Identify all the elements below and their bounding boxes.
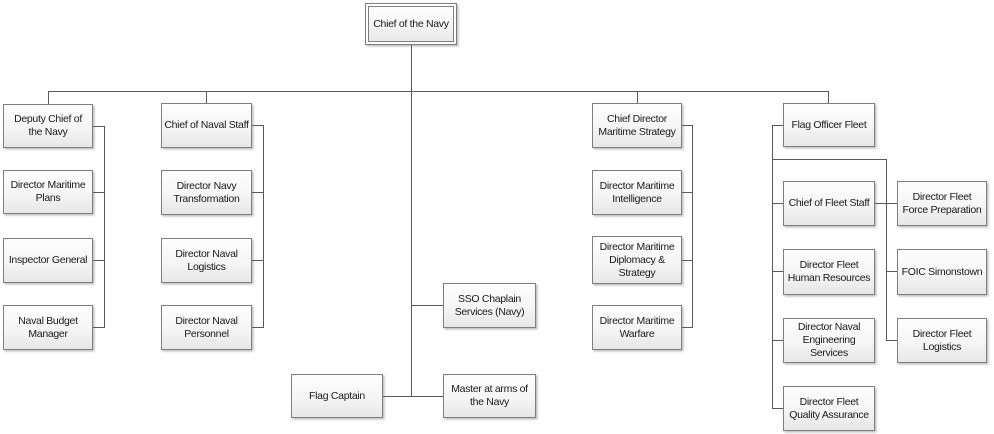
org-node-label: Director Navy Transformation xyxy=(173,179,240,205)
org-node-director-navy-transformation: Director Navy Transformation xyxy=(161,170,252,215)
org-node-label: Director Maritime Warfare xyxy=(599,314,675,340)
org-node-director-maritime-warfare: Director Maritime Warfare xyxy=(592,305,682,350)
connector-stub xyxy=(93,327,105,328)
connector-stub xyxy=(772,203,784,204)
connector-drop-maritime-strategy xyxy=(637,91,638,103)
connector-stub xyxy=(875,203,898,204)
org-node-label: Flag Officer Fleet xyxy=(791,118,867,131)
org-node-label: Director Maritime Plans xyxy=(10,179,86,204)
org-node-label: Chief of the Navy xyxy=(368,6,454,42)
org-node-director-naval-personnel: Director Naval Personnel xyxy=(161,305,252,350)
org-node-director-fleet-logistics: Director Fleet Logistics xyxy=(897,318,987,363)
connector-stub xyxy=(682,260,693,261)
org-node-label: Inspector General xyxy=(8,254,88,266)
connector-drop-naval-staff xyxy=(206,91,207,103)
connector-stub xyxy=(252,125,264,126)
connector-stub xyxy=(886,340,898,341)
org-node-label: Director Fleet Human Resources xyxy=(787,259,871,284)
connector-stub-sso xyxy=(411,305,444,306)
org-node-flag-captain: Flag Captain xyxy=(291,374,383,418)
org-node-flag-officer-fleet: Flag Officer Fleet xyxy=(783,103,875,147)
connector-rail-col1 xyxy=(104,126,105,328)
org-node-director-maritime-diplomacy-strategy: Director Maritime Diplomacy & Strategy xyxy=(592,236,682,284)
org-node-label: Naval Budget Manager xyxy=(18,314,78,340)
connector-rail-col2 xyxy=(263,125,264,328)
org-node-label: Director Fleet Quality Assurance xyxy=(789,395,869,421)
org-node-director-naval-logistics: Director Naval Logistics xyxy=(161,238,252,283)
org-node-deputy-chief-of-the-navy: Deputy Chief of the Navy xyxy=(3,104,93,148)
org-node-label: Director Naval Engineering Services xyxy=(797,321,861,359)
org-node-master-at-arms: Master at arms of the Navy xyxy=(443,374,536,418)
connector-stub xyxy=(772,271,784,272)
org-node-director-fleet-quality-assurance: Director Fleet Quality Assurance xyxy=(783,386,875,431)
org-node-director-naval-engineering-services: Director Naval Engineering Services xyxy=(783,318,875,363)
org-node-label: Deputy Chief of the Navy xyxy=(14,113,82,138)
org-node-label: FOIC Simonstown xyxy=(901,265,983,278)
org-node-chief-of-fleet-staff: Chief of Fleet Staff xyxy=(783,181,875,226)
connector-stub xyxy=(252,260,264,261)
org-node-director-fleet-human-resources: Director Fleet Human Resources xyxy=(783,249,875,295)
org-node-naval-budget-manager: Naval Budget Manager xyxy=(3,305,93,350)
connector-stub xyxy=(93,192,105,193)
org-node-label: Director Naval Logistics xyxy=(175,247,238,273)
connector-fof-cross xyxy=(772,159,887,160)
connector-bottom-row xyxy=(383,396,444,397)
connector-drop-deputy-chief xyxy=(48,91,49,104)
org-node-foic-simonstown: FOIC Simonstown xyxy=(897,249,987,295)
connector-rail-col4 xyxy=(692,125,693,328)
org-node-label: Director Naval Personnel xyxy=(175,314,238,340)
connector-stub xyxy=(93,260,105,261)
connector-stub xyxy=(772,408,784,409)
connector-stub xyxy=(93,126,105,127)
org-node-inspector-general: Inspector General xyxy=(3,238,93,283)
org-node-label: SSO Chaplain Services (Navy) xyxy=(454,292,525,318)
org-node-sso-chaplain-services: SSO Chaplain Services (Navy) xyxy=(443,283,536,328)
connector-stub-fof xyxy=(772,125,784,126)
org-node-label: Director Fleet Force Preparation xyxy=(902,190,982,216)
org-node-label: Director Maritime Intelligence xyxy=(599,179,675,205)
connector-stub xyxy=(886,271,898,272)
org-node-director-maritime-plans: Director Maritime Plans xyxy=(3,170,93,214)
org-node-chief-of-the-navy: Chief of the Navy xyxy=(365,3,457,45)
org-node-director-fleet-force-preparation: Director Fleet Force Preparation xyxy=(897,181,987,226)
org-node-label: Chief of Naval Staff xyxy=(164,119,249,131)
org-node-chief-director-maritime-strategy: Chief Director Maritime Strategy xyxy=(592,103,682,148)
connector-stub xyxy=(252,327,264,328)
connector-center-vertical xyxy=(411,45,412,397)
connector-stub xyxy=(772,340,784,341)
org-node-label: Chief of Fleet Staff xyxy=(788,197,870,209)
org-node-label: Director Fleet Logistics xyxy=(912,327,972,353)
org-node-label: Director Maritime Diplomacy & Strategy xyxy=(599,240,675,279)
connector-stub xyxy=(682,125,693,126)
connector-rail-fof-right xyxy=(886,159,887,341)
org-node-label: Chief Director Maritime Strategy xyxy=(598,112,676,138)
org-node-label: Flag Captain xyxy=(309,389,365,402)
connector-rail-fof-left xyxy=(772,125,773,409)
connector-drop-flag-officer-fleet xyxy=(828,91,829,103)
org-node-chief-of-naval-staff: Chief of Naval Staff xyxy=(161,103,252,148)
connector-stub xyxy=(682,192,693,193)
connector-stub xyxy=(682,327,693,328)
org-node-label: Master at arms of the Navy xyxy=(451,383,528,408)
connector-spine xyxy=(48,91,829,92)
connector-stub xyxy=(252,192,264,193)
org-node-director-maritime-intelligence: Director Maritime Intelligence xyxy=(592,170,682,215)
